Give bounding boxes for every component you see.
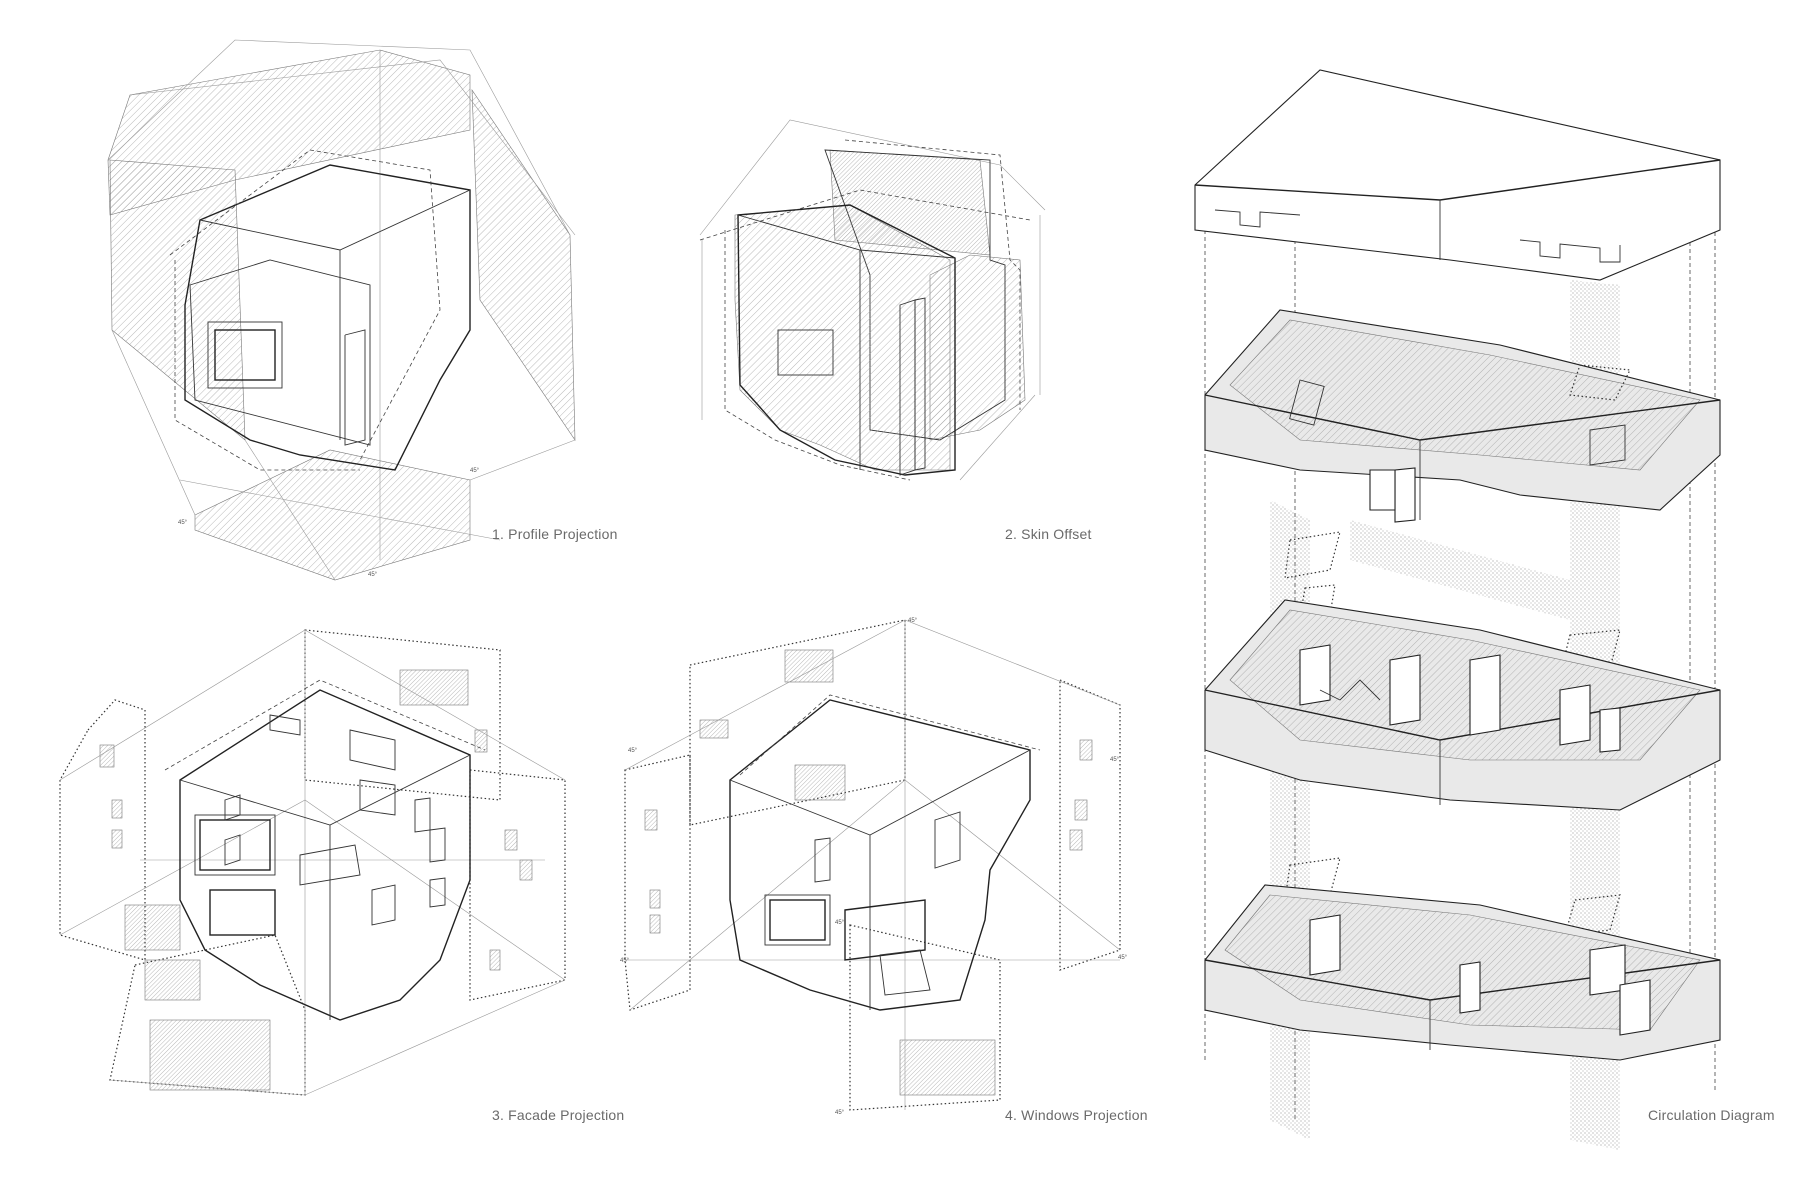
facade-sheet-left (59, 699, 146, 961)
profile-plane-left (109, 159, 246, 441)
profile-window (214, 329, 276, 381)
angle-label: 45° (628, 748, 638, 754)
facade-opening-top (399, 669, 469, 706)
windows-projection-drawing (624, 619, 1121, 1111)
window-sheet-left (624, 754, 691, 1011)
angle-label: 45° (908, 618, 918, 624)
angle-label: 45° (620, 958, 630, 964)
angle-label: 45° (1110, 757, 1120, 763)
facade-sheet-right (469, 769, 566, 1001)
caption-windows-projection: 4. Windows Projection (1005, 1107, 1148, 1123)
floor-plate-middle (1204, 531, 1721, 811)
skin-front-panel (734, 204, 951, 471)
profile-plane-right (471, 88, 576, 442)
window-sheet-top (689, 619, 906, 826)
roof-slab (1194, 69, 1721, 281)
facade-projection-drawing (59, 629, 566, 1096)
caption-circulation-diagram: Circulation Diagram (1648, 1107, 1775, 1123)
window-opening-top (784, 649, 834, 683)
profile-projection-drawing (107, 39, 576, 581)
angle-label: 45° (368, 572, 378, 578)
window-opening-bottom (899, 1039, 996, 1096)
caption-profile-projection: 1. Profile Projection (492, 526, 618, 542)
circulation-diagram-drawing (1194, 69, 1721, 1150)
skin-window (777, 329, 834, 376)
angle-label: 45° (835, 1110, 845, 1116)
caption-skin-offset: 2. Skin Offset (1005, 526, 1092, 542)
skin-offset-drawing (699, 119, 1046, 481)
profile-plane-bottom (194, 449, 471, 581)
caption-facade-projection: 3. Facade Projection (492, 1107, 625, 1123)
angle-label: 45° (835, 920, 845, 926)
floor-plate-lower (1204, 857, 1721, 1061)
floor-plate-upper (1204, 309, 1721, 523)
angle-label: 45° (1118, 955, 1128, 961)
angle-label: 45° (470, 468, 480, 474)
facade-main-volume (179, 689, 471, 1021)
facade-sheet-bottom (109, 934, 306, 1096)
profile-main-volume (184, 164, 471, 471)
angle-label: 45° (178, 520, 188, 526)
windows-main-volume (729, 699, 1031, 1011)
facade-opening-bottom (149, 1019, 271, 1091)
